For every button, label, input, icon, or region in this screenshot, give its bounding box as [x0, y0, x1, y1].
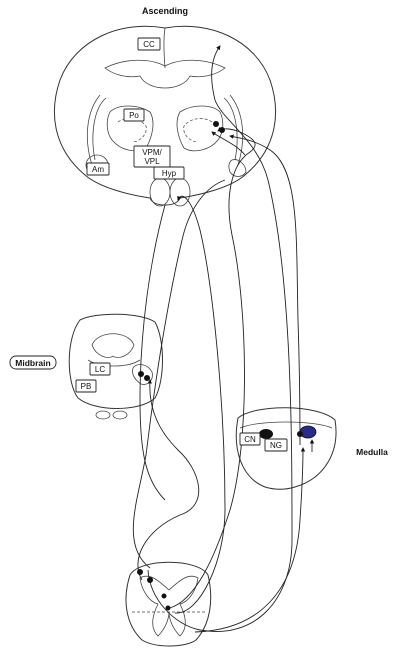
right-thalamus-dashed — [183, 118, 213, 143]
spinal-to-medulla-fiber — [194, 447, 306, 633]
svg-text:VPL: VPL — [144, 157, 160, 166]
diagram-title: Ascending — [142, 6, 188, 16]
thalamic-relay-fiber — [211, 131, 246, 156]
structure-labels: CC Po VPM/ VPL Am Hyp LC PB CN — [75, 37, 288, 452]
spinal-cord-section — [125, 561, 212, 647]
spinal-neuron-2 — [147, 577, 153, 583]
svg-text:Hyp: Hyp — [162, 169, 177, 178]
medulla-cn-nucleus — [259, 429, 273, 439]
hyp-label: Hyp — [153, 166, 185, 180]
pathways — [132, 45, 315, 633]
svg-text:Po: Po — [129, 111, 139, 120]
svg-text:PB: PB — [81, 382, 92, 391]
neurons — [137, 121, 303, 611]
cc-label: CC — [137, 37, 161, 51]
spinoreticular-tract — [132, 179, 226, 569]
right-cortex-inner-line — [229, 94, 243, 166]
medulla-neuron — [297, 431, 303, 437]
pb-label: PB — [75, 379, 97, 393]
midbrain-peduncle-left — [95, 410, 111, 420]
midbrain-region-label: Midbrain — [9, 355, 57, 370]
vpm-vpl-label: VPM/ VPL — [133, 145, 171, 168]
lc-neuron — [138, 371, 144, 377]
spinohypothalamic-tract — [174, 195, 226, 614]
lc-label: LC — [89, 362, 111, 376]
corpus-callosum — [104, 59, 226, 89]
spinal-gray-matter — [139, 575, 199, 637]
medulla-ng-nucleus — [299, 425, 317, 439]
midline-fissure — [163, 27, 166, 69]
svg-text:Am: Am — [92, 165, 104, 174]
medullary-ascending-fiber — [229, 134, 301, 446]
am-label: Am — [86, 162, 110, 176]
spinal-neuron-4 — [165, 605, 171, 611]
cn-label: CN — [239, 432, 261, 446]
right-external-capsule — [223, 97, 238, 161]
aqueduct-shape — [91, 333, 135, 358]
pb-neuron — [144, 375, 150, 381]
midbrain-section — [68, 313, 163, 420]
medulla-dorsal-line — [239, 421, 333, 429]
spinothalamic-tract-2 — [169, 127, 256, 609]
po-label: Po — [123, 108, 145, 122]
svg-text:VPM/: VPM/ — [142, 148, 162, 157]
svg-text:CC: CC — [143, 40, 155, 49]
midbrain-outline — [68, 313, 163, 409]
thalamus-neuron-2 — [219, 127, 225, 133]
svg-text:NG: NG — [270, 441, 282, 450]
spinoparabrachial-tract — [137, 379, 200, 581]
hypothalamic-fibers — [139, 204, 166, 501]
left-thalamus-dashed — [117, 118, 147, 143]
left-external-capsule — [92, 97, 107, 161]
midbrain-peduncle-right — [112, 410, 128, 420]
spinothalamic-tract — [147, 45, 293, 632]
spinal-neuron-1 — [137, 569, 143, 575]
medulla-region-label: Medulla — [356, 447, 388, 457]
midbrain-inner-line — [87, 359, 141, 367]
thalamus-neuron-1 — [213, 121, 219, 127]
svg-text:CN: CN — [244, 435, 256, 444]
svg-text:Midbrain: Midbrain — [15, 358, 50, 368]
right-amygdala-shape — [228, 159, 247, 177]
left-cortex-inner-line — [87, 94, 101, 166]
spinal-cord-outline — [125, 561, 212, 647]
ng-label: NG — [264, 438, 288, 452]
spinal-neuron-3 — [161, 593, 167, 599]
svg-text:LC: LC — [95, 365, 105, 374]
